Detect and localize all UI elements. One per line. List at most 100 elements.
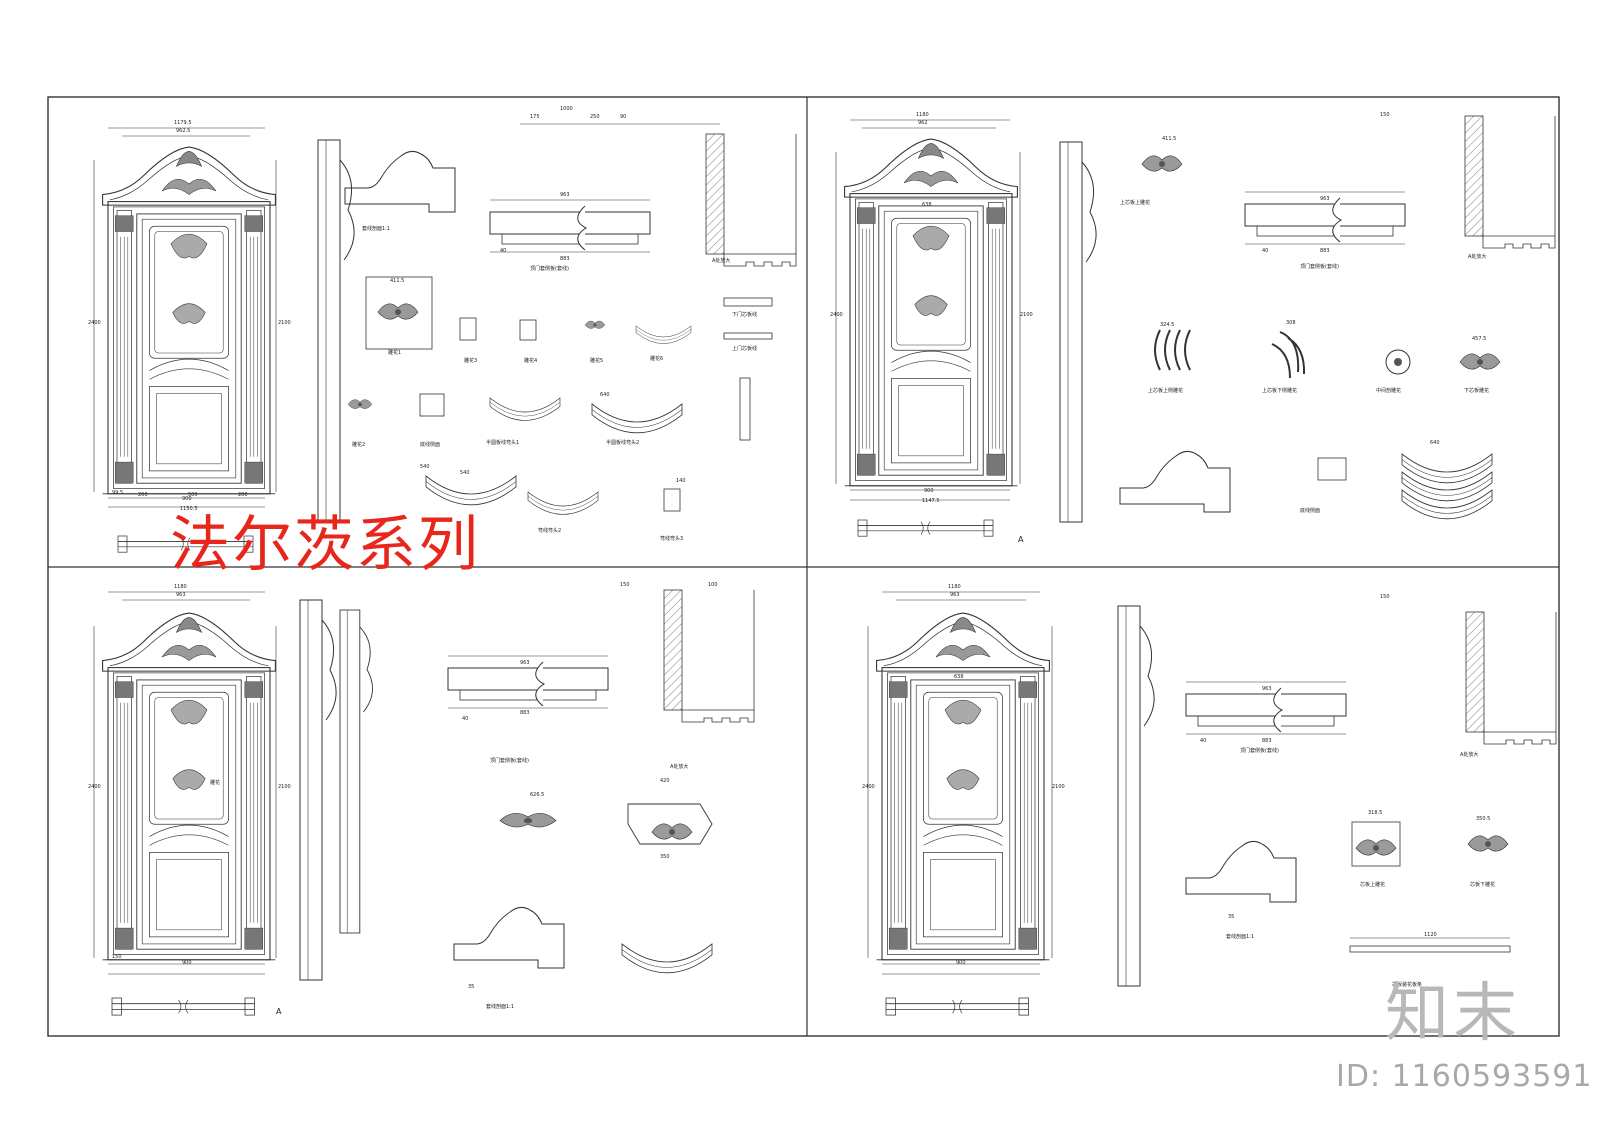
top-casing-section [447,661,609,707]
part-label: 芯板装花板条 [1392,981,1422,988]
door-total-height-dim: 2400 [862,784,875,790]
dimension-value: 626.5 [530,792,544,798]
panel-bottom-left [93,589,755,1016]
door-leaf-height-dim: 2100 [1020,312,1033,318]
part-label: A处放大 [1468,253,1486,260]
top-casing-section [1185,687,1347,733]
series-title: 法尔茨系列 [170,510,480,580]
dimension-value: 411.5 [1162,136,1176,142]
casing-profile [344,150,456,213]
dimension-value: 40 [462,716,468,722]
dimension-value: 350 [660,854,670,860]
plan-strip [857,519,994,537]
door-elevation [844,138,1018,487]
door-bottom-part-dim: 200 [238,492,248,498]
dimension-value: 883 [520,710,530,716]
part-label: A处放大 [1460,751,1478,758]
dimension-lines [835,119,1405,501]
door-inner-width-dim: 963 [950,592,960,598]
plan-view-marker: A [276,1007,282,1016]
dimension-value: 540 [420,464,430,470]
part-label: 雕花5 [590,357,603,364]
brand-logo-text: 知末 [1385,977,1521,1051]
carving-parts [499,803,713,974]
dimension-value: 150 [1380,594,1390,600]
top-casing-section [1244,197,1406,243]
door-bottom-part-dim: 500 [188,492,198,498]
door-inner-width-dim: 963 [176,592,186,598]
part-label: 下芯板雕花 [1464,387,1489,394]
door-inner-width-dim: 962.5 [176,128,190,134]
dimension-value: 90 [620,114,626,120]
dimension-value: 883 [1262,738,1272,744]
door-outer-width-dim: 1179.5 [174,120,192,126]
door-outer-width-dim: 1180 [916,112,929,118]
door-side-view [1117,605,1155,987]
dimension-value: 963 [520,660,530,666]
dimension-value: 318.5 [1368,810,1382,816]
part-label: 套线剖面1:1 [362,225,390,232]
dimension-value: 411.5 [390,278,404,284]
part-label: 底线侧面 [420,441,440,448]
dimension-value: 963 [1262,686,1272,692]
door-frame-width-dim: 900 [956,960,966,966]
dimension-value: 640 [600,392,610,398]
door-leaf-height-dim: 2100 [1052,784,1065,790]
dimension-value: 324.5 [1160,322,1174,328]
part-label: 上芯板上雕花 [1120,199,1150,206]
a-detail [1465,611,1557,745]
part-label: 雕花6 [650,355,663,362]
dimension-value: 150 [620,582,630,588]
dimension-value: 250 [590,114,600,120]
part-label: 顶门套侧板(套线) [1240,747,1279,754]
top-casing-section [489,205,651,251]
dimension-value: 457.5 [1472,336,1486,342]
part-label: 半圆板线弯头2 [606,439,639,446]
part-label: 套线剖面1:1 [486,1003,514,1010]
door-side-dim: 99.5 [112,490,123,496]
image-id-label: ID: 1160593591 [1336,1059,1593,1094]
part-label: 雕花1 [388,349,401,356]
door-leaf-inner-dim: 638 [954,674,964,680]
part-label: 底线侧面 [1300,507,1320,514]
panel-top-left [93,123,797,553]
part-label: 上芯板上侧雕花 [1148,387,1183,394]
door-side-dim: 150 [112,954,122,960]
dimension-value: 40 [1262,248,1268,254]
door-inner-width-dim: 962 [918,120,928,126]
door-elevation [102,146,276,495]
dimension-value: 883 [560,256,570,262]
part-label: 下门芯板线 [732,311,757,318]
door-frame-width-dim: 900 [924,488,934,494]
a-detail [1464,115,1556,249]
casing-profile [453,906,565,969]
part-label: 顶门套侧板(套线) [1300,263,1339,270]
part-label: 芯板下雕花 [1470,881,1495,888]
dimension-lines [93,123,720,508]
panel-bottom-right [867,591,1557,1016]
dimension-value: 350.5 [1476,816,1490,822]
dimension-value: 175 [530,114,540,120]
carving-parts [1141,155,1501,520]
dimension-value: 1000 [560,106,573,112]
dimension-value: 540 [460,470,470,476]
part-label: 弯线弯头3 [660,535,683,542]
door-bottom-width-dim: 1150.5 [180,506,198,512]
part-label: 雕花 [210,779,220,786]
casing-profile [1185,840,1297,903]
dimension-value: 35 [1228,914,1234,920]
door-side-view-2 [339,609,373,934]
dimension-value: 35 [468,984,474,990]
part-label: A处放大 [670,763,688,770]
door-side-view [299,599,337,981]
a-detail [663,589,755,723]
door-frame-width-dim: 900 [182,960,192,966]
dimension-lines [93,591,608,975]
part-label: 套线剖面1:1 [1226,933,1254,940]
casing-profile [1119,450,1231,513]
door-total-height-dim: 2400 [88,320,101,326]
part-label: A处放大 [712,257,730,264]
door-leaf-inner-dim: 638 [922,202,932,208]
dimension-value: 40 [1200,738,1206,744]
